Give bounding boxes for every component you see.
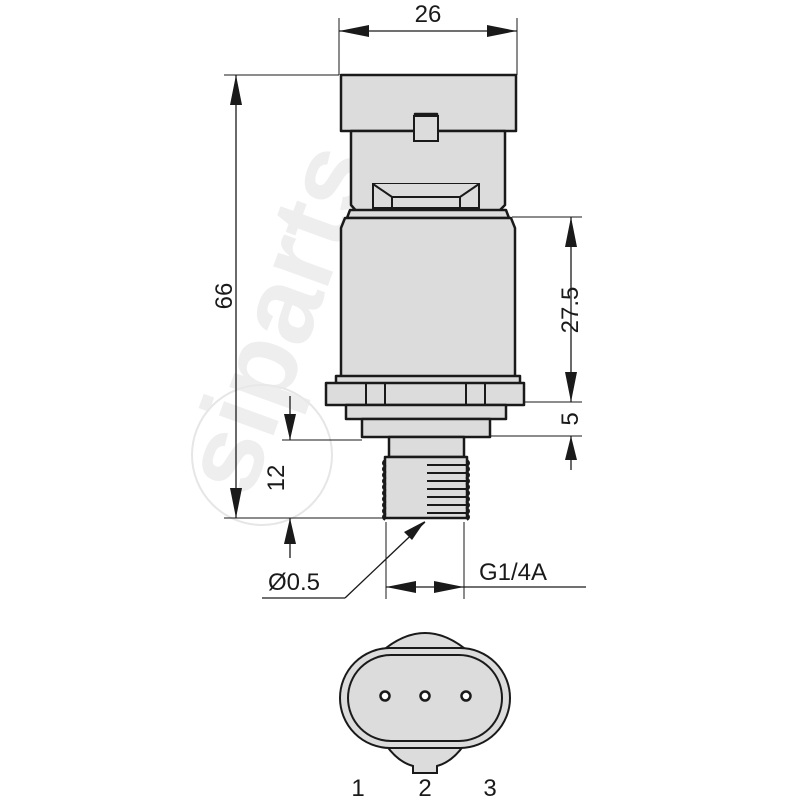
dimension-label-thread-spec: G1/4A	[479, 559, 547, 586]
main-body	[339, 216, 517, 380]
thread-neck	[387, 435, 466, 459]
pin-label-2: 2	[418, 775, 431, 800]
dimension-width-26: 26	[338, 1, 518, 75]
dimension-label-thread-length: 12	[263, 465, 290, 492]
dimension-label-orifice: Ø0.5	[268, 569, 320, 596]
pin-3-icon	[460, 690, 472, 702]
dimension-label-width: 26	[415, 1, 442, 28]
latch-tab-inner	[413, 115, 439, 142]
hex-flange	[324, 381, 526, 407]
connector-key-bottom	[384, 744, 466, 774]
dimension-orifice: Ø0.5	[262, 521, 426, 599]
sensor-side-view	[324, 73, 526, 521]
pin-1-icon	[379, 690, 391, 702]
dimension-label-overall-height: 66	[211, 283, 238, 310]
dimension-thread-spec: G1/4A	[385, 522, 586, 599]
socket-bevel	[372, 183, 480, 198]
dimension-label-body-height: 27.5	[557, 287, 584, 334]
dimension-label-flange-height: 5	[557, 412, 584, 425]
pin-2-icon	[419, 690, 431, 702]
dimension-flange-5: 5	[557, 412, 584, 470]
dimension-body-27-5: 27.5	[490, 216, 584, 437]
thread-left-profile	[382, 459, 387, 521]
pin-label-3: 3	[483, 775, 496, 800]
flange-step-1	[344, 403, 508, 421]
dimension-thread-12: 12	[263, 396, 362, 558]
thread-right-profile	[465, 459, 470, 521]
thread-body	[383, 455, 469, 520]
dimension-height-66: 66	[211, 74, 385, 519]
flange-step-2	[360, 417, 492, 439]
hex-flats	[365, 383, 486, 405]
connector-key-top	[383, 632, 467, 649]
thread-lines	[427, 464, 466, 514]
connector-face-view: 1 2 3	[339, 632, 511, 800]
socket-inner	[391, 197, 461, 208]
pin-label-1: 1	[351, 775, 364, 800]
